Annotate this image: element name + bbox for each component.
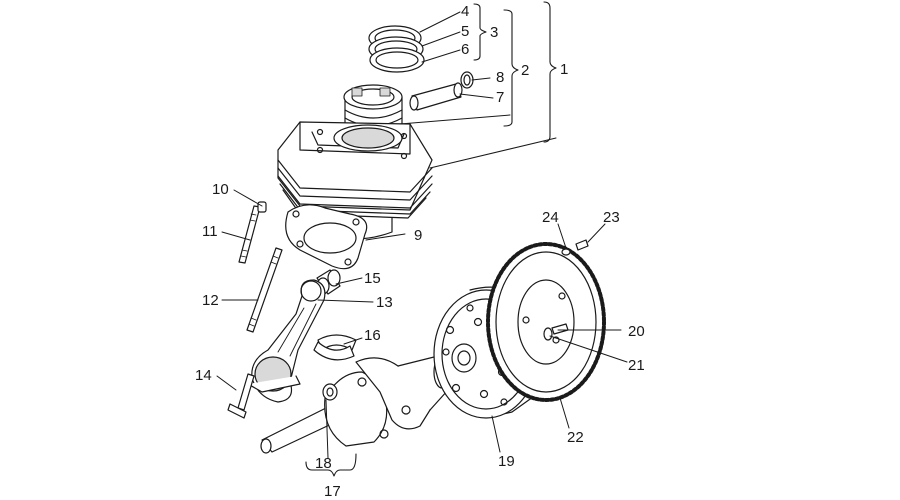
bracket-group-3 [473,3,487,61]
leader-lines [216,11,628,459]
part-label-14: 14 [195,367,212,384]
part-label-10: 10 [212,181,229,198]
base-gasket-drawing [285,204,368,270]
washer-24-drawing [561,248,571,256]
part-label-3: 3 [490,24,498,41]
part-label-7: 7 [496,89,504,106]
part-label-4: 4 [461,3,469,20]
dowel-pin-drawing [257,201,267,213]
part-label-22: 22 [567,429,584,446]
part-number-labels: 4 5 6 3 2 1 8 7 10 9 11 15 12 13 16 14 1… [195,3,645,500]
part-label-8: 8 [496,69,504,86]
part-label-20: 20 [628,323,645,340]
part-label-15: 15 [364,270,381,287]
piston-rings-drawing [368,25,425,73]
stud-short-drawing [238,205,261,264]
rod-bolt-drawing [227,373,255,419]
bracket-group-1 [543,1,557,143]
part-label-16: 16 [364,327,381,344]
screw-23-drawing [575,239,589,251]
part-label-18: 18 [315,455,332,472]
piston-pin-drawing [409,82,463,111]
part-label-9: 9 [414,227,422,244]
part-label-5: 5 [461,23,469,40]
stud-long-drawing [246,247,283,333]
part-label-2: 2 [521,62,529,79]
ring-gear-drawing [486,242,606,402]
washer-21-drawing [543,327,553,341]
crank-pin-bearing-drawing [322,383,338,401]
part-label-19: 19 [498,453,515,470]
bearing-shells-drawing [313,334,357,361]
bracket-group-2 [503,9,519,127]
bracket-group-17 [305,453,357,477]
circlip-drawing [460,71,474,89]
part-label-6: 6 [461,41,469,58]
part-label-13: 13 [376,294,393,311]
part-label-17: 17 [324,483,341,500]
connecting-rod-drawing [247,279,326,403]
part-label-23: 23 [603,209,620,226]
part-label-11: 11 [202,223,218,240]
part-label-24: 24 [542,209,559,226]
part-label-12: 12 [202,292,219,309]
part-label-21: 21 [628,357,645,374]
part-label-1: 1 [560,61,568,78]
